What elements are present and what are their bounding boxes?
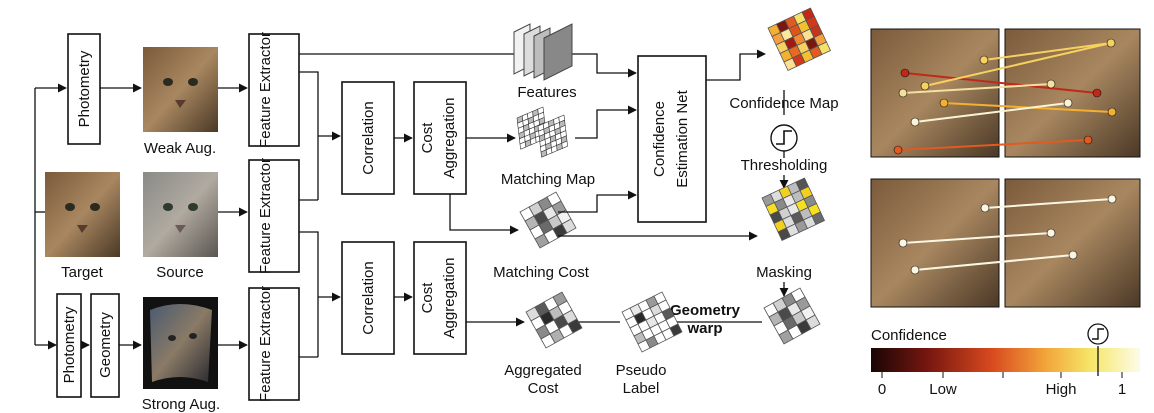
masking-label: Masking [756, 264, 812, 281]
geometry-warp-label-2: warp [686, 320, 722, 337]
colorbar-threshold-icon [1087, 323, 1109, 345]
colorbar-tick-0: 0 [878, 381, 886, 398]
correspondence-bottom-pair [870, 178, 1141, 308]
pseudo-label-cell [669, 323, 683, 337]
photometry-bottom-label: Photometry [61, 306, 78, 383]
pseudo-label-caption-2: Label [623, 380, 660, 397]
colorbar-tick-low: Low [929, 381, 957, 398]
confidence-estimation-net: Confidence Estimation Net [637, 55, 707, 223]
colorbar-tick-1: 1 [1118, 381, 1126, 398]
geometry-block [90, 293, 120, 398]
source-caption: Source [156, 264, 204, 281]
correlation-top: Correlation [341, 81, 395, 195]
svg-text:Correlation: Correlation [360, 261, 377, 334]
source-image [143, 172, 218, 257]
feature-extractor-mid: Feature Extractor [248, 158, 300, 274]
feature-extractor-bottom: Feature Extractor [248, 286, 300, 402]
threshold-icon [770, 124, 798, 152]
confidence-map-grid [767, 7, 832, 72]
correlation-bottom: Correlation [341, 241, 395, 355]
geometry-warp-label-1: Geometry [670, 302, 741, 319]
target-image [45, 172, 120, 257]
matching-cost-grid [519, 191, 577, 249]
matching-map-cell [561, 140, 568, 149]
matching-map-label: Matching Map [501, 171, 595, 188]
target-caption: Target [61, 264, 104, 281]
confidence-map-cell [817, 41, 832, 56]
matching-map-icon [516, 106, 568, 158]
warped-grid [763, 287, 821, 345]
svg-text:Correlation: Correlation [360, 101, 377, 174]
masked-cost-grid [761, 177, 826, 242]
thresholding-label: Thresholding [741, 157, 828, 174]
aggregated-cost-caption-2: Cost [528, 380, 560, 397]
cost-aggregation-bottom: Cost Aggregation [413, 241, 467, 355]
svg-text:Aggregation: Aggregation [441, 258, 458, 339]
photometry-top-block [67, 33, 101, 145]
pseudo-label-grid [621, 291, 683, 353]
svg-text:Feature Extractor: Feature Extractor [257, 158, 274, 274]
colorbar-tick-high: High [1046, 381, 1077, 398]
features-label: Features [517, 84, 576, 101]
weak-aug-image [143, 47, 218, 132]
aggregated-cost-cell [567, 318, 583, 334]
svg-text:Cost: Cost [419, 122, 436, 154]
features-stack-icon [513, 23, 573, 81]
correspondence-top-pair [870, 28, 1141, 158]
svg-text:Aggregation: Aggregation [441, 98, 458, 179]
svg-text:Cost: Cost [419, 282, 436, 314]
strong-aug-image [143, 297, 218, 389]
svg-text:Estimation Net: Estimation Net [674, 89, 691, 187]
feature-extractor-top: Feature Extractor [248, 32, 300, 148]
photometry-bottom-block [56, 293, 82, 398]
colorbar-title: Confidence [871, 327, 947, 344]
masked-cost-cell [811, 211, 826, 226]
aggregated-cost-caption-1: Aggregated [504, 362, 582, 379]
matching-cost-label: Matching Cost [493, 264, 590, 281]
aggregated-cost-grid [525, 291, 583, 349]
warped-cost-cell [805, 314, 821, 330]
svg-text:Feature Extractor: Feature Extractor [257, 32, 274, 148]
geometry-label: Geometry [97, 312, 114, 378]
svg-text:Feature Extractor: Feature Extractor [257, 286, 274, 402]
confidence-colorbar [871, 348, 1140, 372]
weak-aug-caption: Weak Aug. [144, 140, 216, 157]
strong-aug-caption: Strong Aug. [142, 396, 220, 413]
pseudo-label-caption-1: Pseudo [616, 362, 667, 379]
cost-aggregation-top: Cost Aggregation [413, 81, 467, 195]
svg-text:Confidence: Confidence [651, 101, 668, 177]
matching-cost-cell [561, 218, 577, 234]
photometry-top-label: Photometry [76, 50, 93, 127]
